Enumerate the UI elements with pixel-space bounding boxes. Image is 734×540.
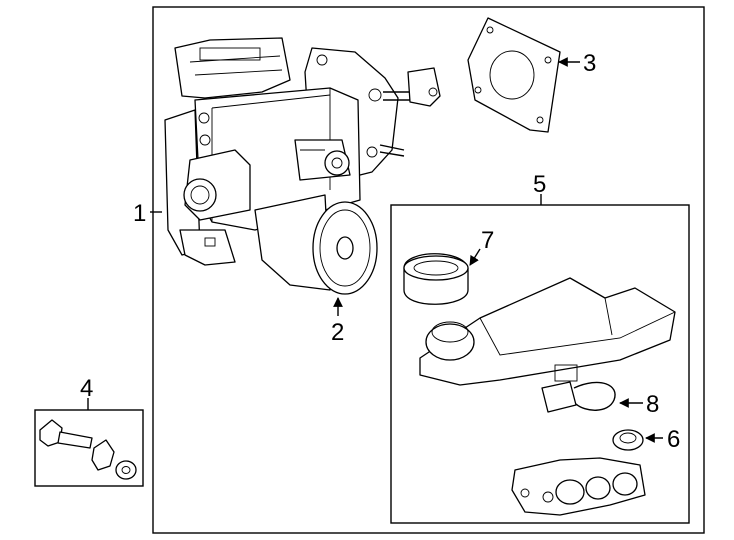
hardware-kit-frame bbox=[34, 409, 144, 487]
callout-3: 3 bbox=[583, 50, 596, 77]
reservoir-kit-frame bbox=[390, 204, 690, 524]
callout-8: 8 bbox=[646, 391, 659, 418]
callout-6: 6 bbox=[667, 426, 680, 453]
callout-4: 4 bbox=[80, 375, 93, 402]
callout-5: 5 bbox=[533, 171, 546, 198]
reservoir-bracket bbox=[511, 457, 646, 516]
brake-booster-unit bbox=[164, 37, 441, 295]
reservoir-cap bbox=[403, 253, 469, 305]
assembly-frame bbox=[152, 6, 705, 534]
gasket bbox=[467, 17, 561, 133]
level-sensor bbox=[541, 381, 616, 413]
callout-1: 1 bbox=[133, 200, 146, 227]
bolt-nut-washer bbox=[39, 419, 137, 480]
fluid-reservoir bbox=[419, 277, 676, 386]
grommet bbox=[612, 429, 644, 451]
callout-2: 2 bbox=[331, 319, 344, 346]
callout-7: 7 bbox=[481, 227, 494, 254]
